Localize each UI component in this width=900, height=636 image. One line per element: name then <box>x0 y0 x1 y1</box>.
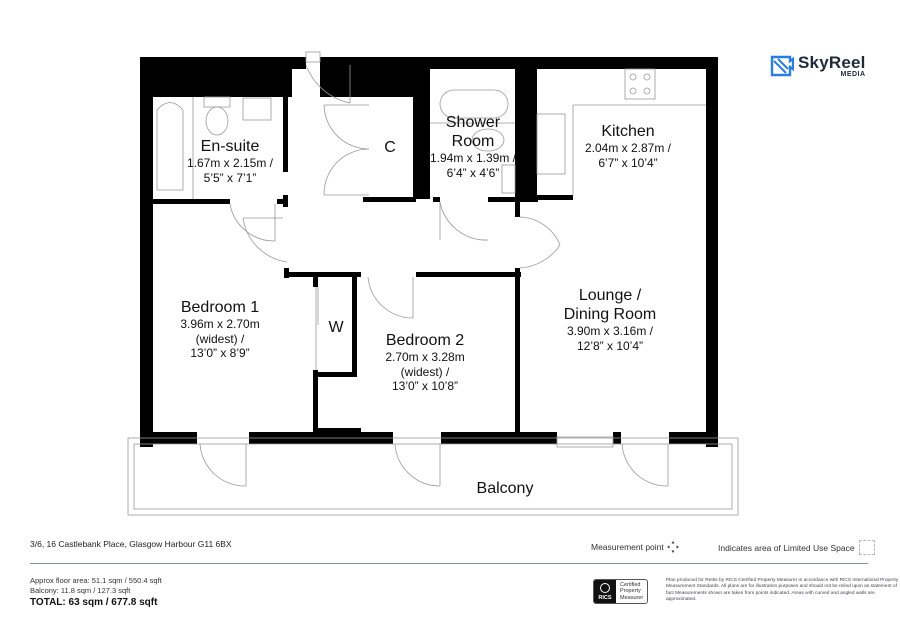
room-name: Kitchen <box>601 123 655 140</box>
skyreel-logo-icon <box>770 55 794 77</box>
rics-globe-icon <box>600 583 610 593</box>
legend-limited-use-space: Indicates area of Limited Use Space <box>718 540 875 555</box>
floor-plan <box>127 51 739 516</box>
footer-divider <box>30 563 868 564</box>
room-cupboard: C <box>378 138 402 157</box>
room-dimension-imperial: 12’8” x 10’4” <box>576 338 644 353</box>
room-wardrobe: W <box>323 318 349 337</box>
room-name: En-suite <box>200 138 260 155</box>
legend-limited-label: Indicates area of Limited Use Space <box>718 542 855 553</box>
rics-line-2: Property <box>620 588 641 595</box>
room-kitchen: Kitchen 2.04m x 2.87m / 6’7” x 10’4” <box>578 122 678 170</box>
room-name: Balcony <box>476 480 534 497</box>
room-dimension-metric: 3.90m x 3.16m / <box>566 324 654 339</box>
room-name: Lounge / <box>578 287 642 304</box>
room-bedroom-2: Bedroom 2 2.70m x 3.28m (widest) / 13’0”… <box>375 331 475 393</box>
balcony-area: Balcony: 11.8 sqm / 127.3 sqft <box>30 586 131 596</box>
room-shower-room: Shower Room 1.94m x 1.39m / 6’4” x 4’6” <box>428 113 518 180</box>
room-dimension-metric: 2.04m x 2.87m / <box>584 141 672 156</box>
legend-measurement-label: Measurement point <box>591 542 664 552</box>
rics-line-1: Certified <box>620 582 641 589</box>
brand-subtitle: MEDIA <box>840 71 866 78</box>
room-dimension-metric: 3.96m x 2.70m <box>180 317 260 332</box>
disclaimer-text: Plan produced for Rettie by RICS Certifi… <box>666 578 899 603</box>
room-balcony: Balcony <box>460 479 550 498</box>
rics-badge: RICS Certified Property Measurer <box>593 579 649 604</box>
measurement-point-icon <box>666 541 679 553</box>
room-dimension-metric: 2.70m x 3.28m <box>385 350 465 365</box>
room-dimension-imperial: 13’0” x 8’9” <box>190 345 250 360</box>
rics-mark-text: RICS <box>598 595 612 601</box>
room-dimension-metric: 1.94m x 1.39m / <box>429 151 517 166</box>
room-name-line2: Room <box>451 133 495 151</box>
rics-line-3: Measurer <box>620 594 644 601</box>
room-dimension-note: (widest) / <box>400 364 450 379</box>
rics-logo-icon: RICS <box>594 580 616 603</box>
room-dimension-imperial: 6’4” x 4’6” <box>446 165 500 180</box>
room-name: Shower <box>445 114 501 131</box>
total-area: TOTAL: 63 sqm / 677.8 sqft <box>30 597 158 609</box>
room-dimension-imperial: 5’5” x 7’1” <box>203 170 257 185</box>
room-dimension-metric: 1.67m x 2.15m / <box>186 156 274 171</box>
room-lounge-dining: Lounge / Dining Room 3.90m x 3.16m / 12’… <box>555 286 665 353</box>
room-dimension-imperial: 13’0” x 10’8” <box>391 378 459 393</box>
room-name: W <box>328 319 344 336</box>
room-dimension-imperial: 6’7” x 10’4” <box>598 155 658 170</box>
limited-use-swatch-icon <box>858 540 875 555</box>
room-name-line2: Dining Room <box>563 306 657 324</box>
room-name: Bedroom 2 <box>385 332 465 349</box>
legend-measurement-point: Measurement point <box>591 540 680 554</box>
room-dimension-note: (widest) / <box>195 331 245 346</box>
brand-name: SkyReel <box>798 53 866 72</box>
room-en-suite: En-suite 1.67m x 2.15m / 5’5” x 7’1” <box>180 137 280 185</box>
walls <box>140 57 718 447</box>
room-bedroom-1: Bedroom 1 3.96m x 2.70m (widest) / 13’0”… <box>170 298 270 360</box>
floor-area: Approx floor area: 51.1 sqm / 550.4 sqft <box>30 576 162 585</box>
fixtures <box>127 51 739 516</box>
skyreel-logo: SkyReel MEDIA <box>770 54 866 78</box>
property-address: 3/6, 16 Castlebank Place, Glasgow Harbou… <box>30 539 232 549</box>
room-name: Bedroom 1 <box>180 299 260 316</box>
room-name: C <box>384 139 396 156</box>
area-summary: Approx floor area: 51.1 sqm / 550.4 sqft… <box>30 576 162 610</box>
